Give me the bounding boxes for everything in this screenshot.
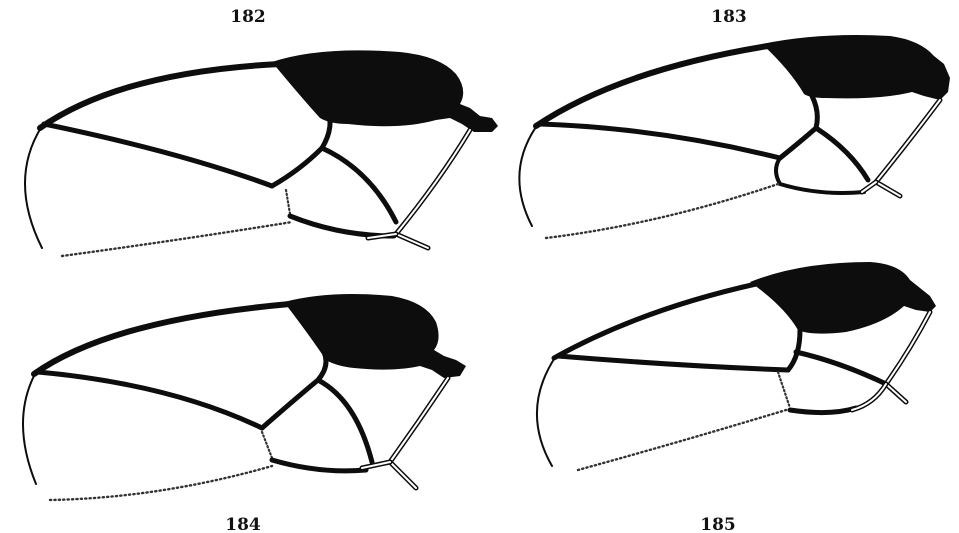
figure-185: 185 xyxy=(537,262,936,533)
stigma xyxy=(762,35,950,100)
dotted-margin xyxy=(62,222,292,256)
radial-crossvein xyxy=(262,352,326,428)
figure-184: 184 xyxy=(23,294,466,533)
anal-vein xyxy=(272,460,366,471)
cubital-vein xyxy=(796,352,886,384)
costal-vein xyxy=(554,284,756,358)
costal-vein xyxy=(40,64,280,128)
stigma xyxy=(272,50,498,132)
dotted-margin xyxy=(578,410,786,470)
figure-label-182: 182 xyxy=(230,7,266,27)
faded-crossvein xyxy=(286,190,290,214)
stigma xyxy=(284,294,466,378)
wing-margin xyxy=(519,124,538,226)
radius-vein xyxy=(540,124,780,158)
costal-vein xyxy=(34,304,290,374)
wing-margin xyxy=(25,126,42,248)
radius-vein xyxy=(558,356,788,370)
cubital-vein xyxy=(318,380,372,462)
faded-crossvein xyxy=(778,372,790,408)
figure-182: 182 xyxy=(25,7,498,256)
radial-crossvein xyxy=(780,96,817,158)
wing-margin xyxy=(537,356,556,466)
figure-label-184: 184 xyxy=(225,515,261,533)
faded-crossvein xyxy=(262,432,272,458)
wing-drawing-185 xyxy=(537,262,936,470)
wing-drawing-183 xyxy=(519,35,950,238)
figure-label-183: 183 xyxy=(711,7,747,27)
figure-183: 183 xyxy=(519,7,950,238)
radius-vein xyxy=(44,124,272,186)
wing-margin xyxy=(23,372,36,484)
dotted-margin xyxy=(50,466,272,500)
dotted-margin xyxy=(546,184,778,238)
anal-vein xyxy=(790,408,856,413)
anal-vein xyxy=(776,158,864,193)
cubital-vein xyxy=(322,148,396,222)
wing-drawing-184 xyxy=(23,294,466,500)
cubital-vein xyxy=(816,128,868,180)
stigma xyxy=(750,262,936,334)
costal-vein xyxy=(536,46,768,126)
hollow-vein xyxy=(876,100,940,196)
wing-drawing-182 xyxy=(25,50,498,256)
figure-label-185: 185 xyxy=(700,515,736,533)
radius-vein xyxy=(38,372,262,428)
anal-vein xyxy=(290,216,394,236)
